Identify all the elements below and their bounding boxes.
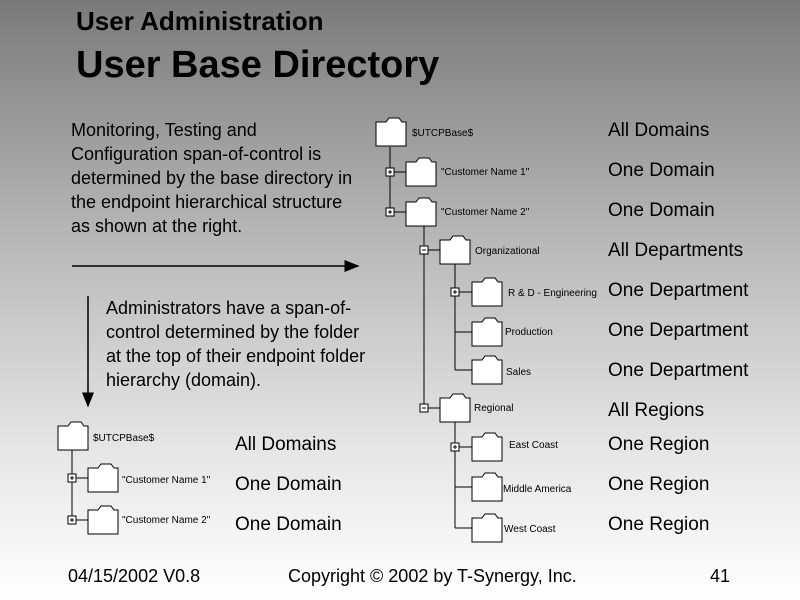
folder-icon xyxy=(405,157,437,187)
scope-label: One Department xyxy=(608,360,749,381)
footer-copyright: Copyright © 2002 by T-Synergy, Inc. xyxy=(288,566,577,586)
tree-node-base[interactable]: $UTCPBase$ xyxy=(412,128,474,139)
folder-icon xyxy=(57,421,89,451)
tree-node-sales[interactable]: Sales xyxy=(506,367,532,378)
scope-label: One Domain xyxy=(608,200,715,221)
folder-icon xyxy=(439,393,471,423)
scope-label: All Regions xyxy=(608,400,705,421)
tree-node-east-coast[interactable]: East Coast xyxy=(509,440,558,451)
scope-label: All Domains xyxy=(608,120,710,141)
folder-icon xyxy=(471,513,503,543)
admin-paragraph: Administrators have a span-of-control de… xyxy=(106,298,366,390)
scope-label: One Department xyxy=(608,280,749,301)
scope-label: One Domain xyxy=(608,160,715,181)
tree-node-regional[interactable]: Regional xyxy=(474,403,514,414)
tree-node-west-coast[interactable]: West Coast xyxy=(504,524,556,535)
intro-paragraph: Monitoring, Testing and Configuration sp… xyxy=(71,120,353,236)
small-scope-label: One Domain xyxy=(235,474,342,495)
tree-node-middle-america[interactable]: Middle America xyxy=(503,484,572,495)
footer-date: 04/15/2002 V0.8 xyxy=(68,566,201,586)
tree-node-customer-2[interactable]: "Customer Name 2" xyxy=(441,207,530,218)
small-tree-node-base[interactable]: $UTCPBase$ xyxy=(93,433,155,444)
slide-title: User Base Directory xyxy=(76,44,440,86)
page-number: 41 xyxy=(710,566,731,586)
folder-icon xyxy=(87,463,119,493)
folder-icon xyxy=(439,235,471,265)
folder-icon xyxy=(471,317,503,347)
folder-icon xyxy=(471,355,503,385)
slide-subtitle: User Administration xyxy=(76,6,324,36)
scope-label: All Departments xyxy=(608,240,744,261)
folder-icon xyxy=(375,117,407,147)
tree-node-organizational[interactable]: Organizational xyxy=(475,246,540,257)
folder-icon xyxy=(471,277,503,307)
small-tree-node-customer-1[interactable]: "Customer Name 1" xyxy=(122,475,211,486)
folder-icon xyxy=(87,505,119,535)
scope-label: One Department xyxy=(608,320,749,341)
small-scope-label: All Domains xyxy=(235,434,337,455)
scope-label: One Region xyxy=(608,474,710,495)
folder-icon xyxy=(471,432,503,462)
folder-icon xyxy=(471,472,503,502)
small-scope-label: One Domain xyxy=(235,514,342,535)
scope-label: One Region xyxy=(608,514,710,535)
small-tree-node-customer-2[interactable]: "Customer Name 2" xyxy=(122,515,211,526)
scope-label: One Region xyxy=(608,434,710,455)
tree-node-rd-engineering[interactable]: R & D - Engineering xyxy=(508,288,597,299)
folder-icon xyxy=(405,197,437,227)
tree-node-customer-1[interactable]: "Customer Name 1" xyxy=(441,167,530,178)
tree-node-production[interactable]: Production xyxy=(505,327,553,338)
